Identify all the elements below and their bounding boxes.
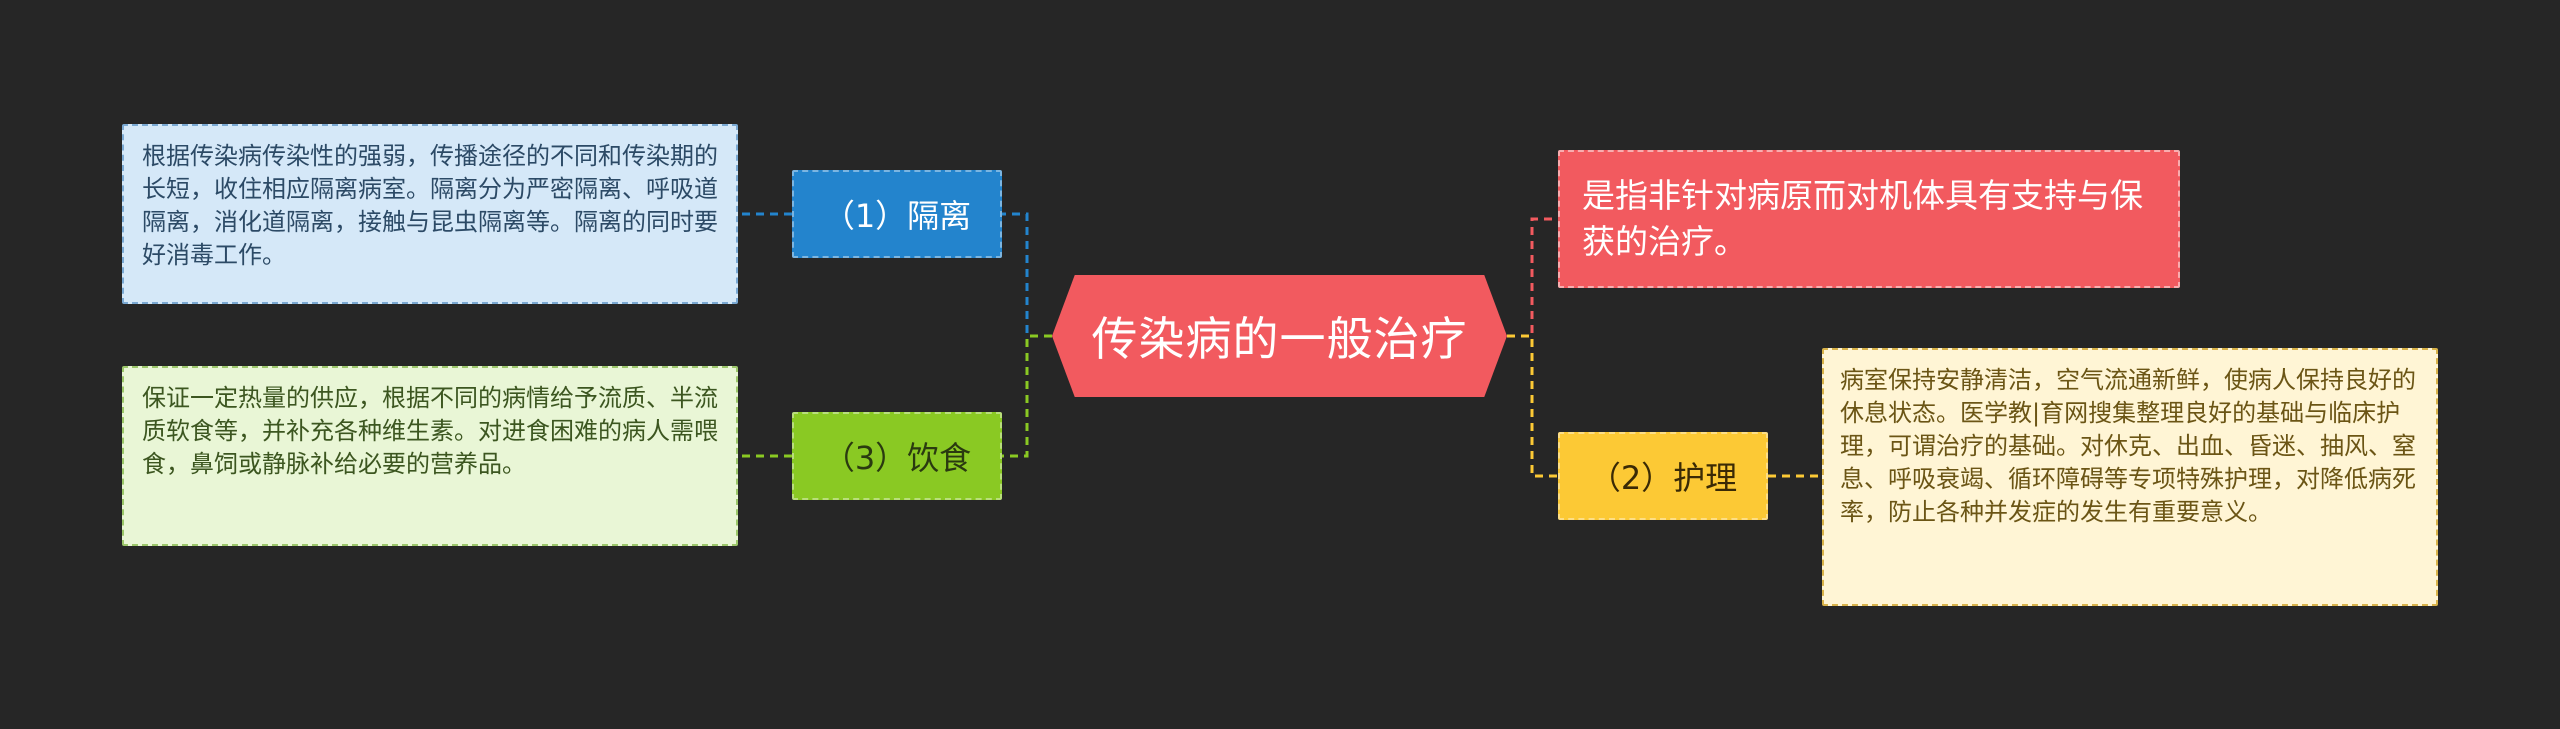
link-center-diet	[1002, 334, 1052, 458]
central-topic[interactable]: 传染病的一般治疗	[1052, 275, 1507, 397]
diet-detail-text: 保证一定热量的供应，根据不同的病情给予流质、半流质软食等，并补充各种维生素。对进…	[142, 384, 718, 478]
diet-detail-note[interactable]: 保证一定热量的供应，根据不同的病情给予流质、半流质软食等，并补充各种维生素。对进…	[122, 366, 738, 546]
branch-isolation-label: （1）隔离	[822, 197, 972, 235]
central-topic-label: 传染病的一般治疗	[1091, 312, 1468, 366]
link-center-isolation	[1002, 212, 1052, 338]
branch-definition-label: 是指非针对病原而对机体具有支持与保获的治疗。	[1582, 176, 2143, 261]
care-detail-note[interactable]: 病室保持安静清洁，空气流通新鲜，使病人保持良好的休息状态。医学教|育网搜集整理良…	[1822, 348, 2438, 606]
care-detail-text: 病室保持安静清洁，空气流通新鲜，使病人保持良好的休息状态。医学教|育网搜集整理良…	[1840, 366, 2416, 526]
isolation-detail-note[interactable]: 根据传染病传染性的强弱，传播途径的不同和传染期的长短，收住相应隔离病室。隔离分为…	[122, 124, 738, 304]
branch-diet-label: （3）饮食	[822, 439, 972, 477]
link-center-definition	[1507, 217, 1558, 338]
branch-isolation[interactable]: （1）隔离	[792, 170, 1002, 258]
branch-diet[interactable]: （3）饮食	[792, 412, 1002, 500]
branch-definition[interactable]: 是指非针对病原而对机体具有支持与保获的治疗。	[1558, 150, 2180, 288]
branch-care[interactable]: （2）护理	[1558, 432, 1768, 520]
isolation-detail-text: 根据传染病传染性的强弱，传播途径的不同和传染期的长短，收住相应隔离病室。隔离分为…	[142, 142, 718, 269]
branch-care-label: （2）护理	[1588, 459, 1738, 497]
link-center-care	[1507, 334, 1558, 478]
